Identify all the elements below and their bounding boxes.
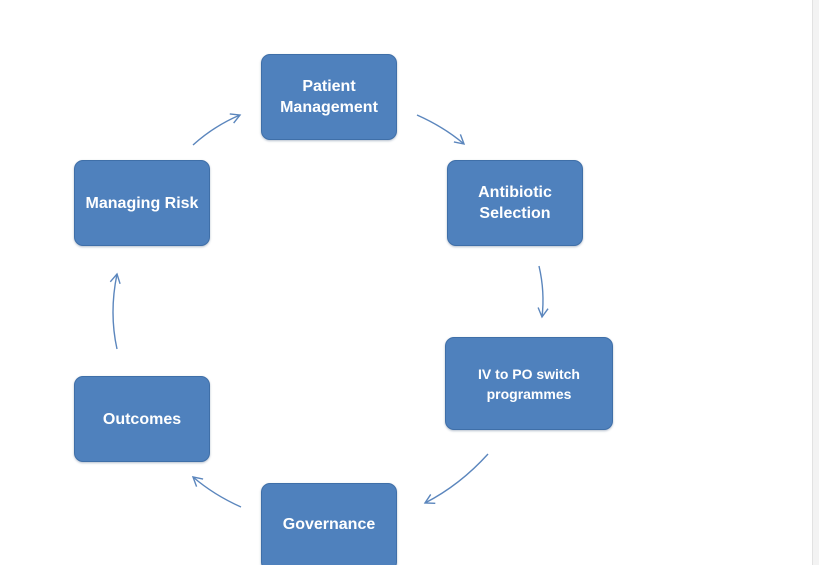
node-label: Outcomes xyxy=(102,410,182,428)
arrow-managing-risk-to-patient xyxy=(192,113,242,146)
arrow-antibiotic-to-iv xyxy=(537,265,549,319)
arrow-patient-to-antibiotic xyxy=(416,114,466,145)
node-antibiotic-selection: Antibiotic Selection xyxy=(447,160,583,246)
node-label: Antibiotic Selection xyxy=(478,184,552,222)
arrow-iv-to-governance xyxy=(423,453,489,505)
node-label: Managing Risk xyxy=(85,194,199,212)
node-label: Governance xyxy=(282,515,376,533)
node-patient-management: Patient Management xyxy=(261,54,397,140)
arrow-governance-to-outcomes xyxy=(191,476,242,508)
node-outcomes: Outcomes xyxy=(74,376,210,462)
node-managing-risk: Managing Risk xyxy=(74,160,210,246)
arrow-outcomes-to-managing-risk xyxy=(109,272,121,350)
node-label: Patient Management xyxy=(280,78,378,116)
window-edge xyxy=(812,0,819,565)
node-iv-to-po-switch: IV to PO switch programmes xyxy=(445,337,613,430)
node-governance: Governance xyxy=(261,483,397,565)
node-label: IV to PO switch programmes xyxy=(478,365,580,402)
